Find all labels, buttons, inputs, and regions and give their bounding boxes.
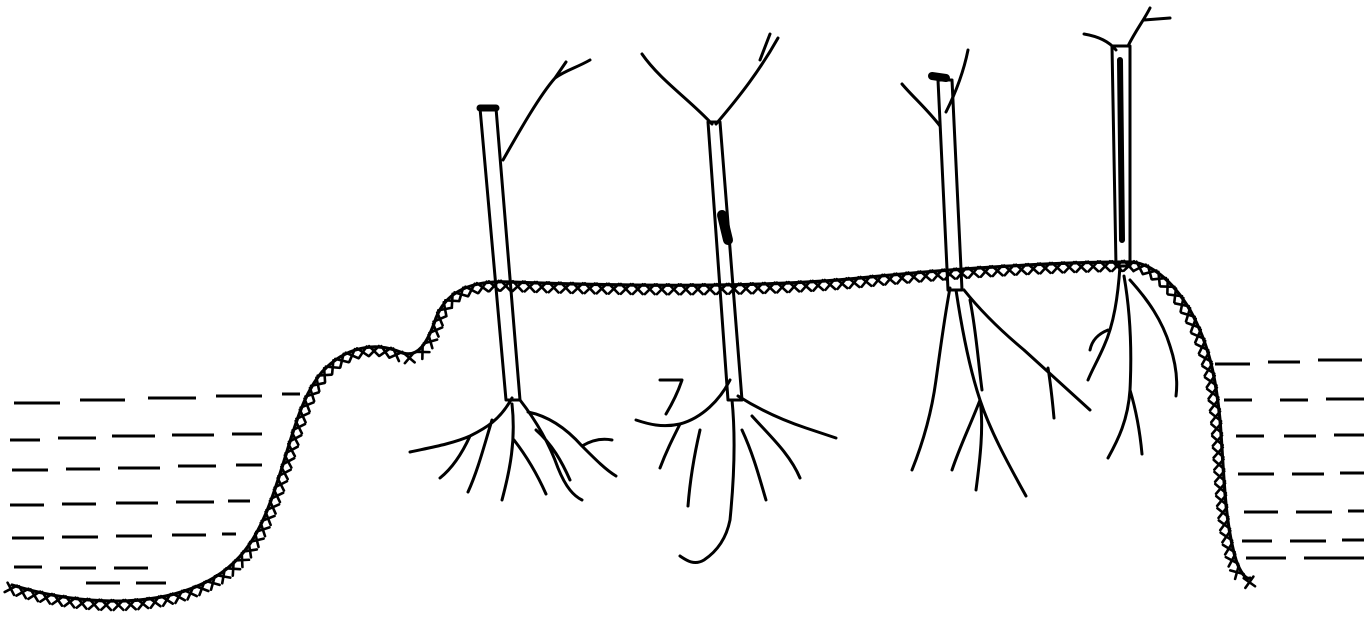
stem (708, 122, 742, 400)
hatch-mark (233, 562, 234, 576)
hatch-mark (1152, 278, 1166, 279)
roots (1088, 266, 1177, 458)
hatch-mark (444, 302, 447, 316)
stem (1112, 46, 1130, 266)
roots (912, 288, 1090, 496)
hatch-mark (242, 553, 243, 567)
seedling (636, 34, 836, 563)
hatch-mark (429, 335, 433, 348)
seedling (1084, 8, 1177, 458)
hatch-mark (1168, 295, 1182, 297)
branch (1084, 8, 1170, 50)
hatch-mark (332, 360, 333, 374)
left-water (10, 394, 300, 583)
hatch-mark (324, 368, 325, 382)
hatch-mark (452, 294, 453, 308)
hatch-mark (316, 378, 319, 392)
roots (636, 380, 836, 563)
branch (503, 60, 590, 160)
branch (902, 50, 968, 126)
stem (480, 108, 520, 400)
roots (410, 398, 616, 500)
hatch-mark (249, 544, 251, 558)
branch (642, 34, 778, 124)
right-water (1215, 360, 1364, 558)
hatch-mark (255, 534, 258, 547)
hatch-mark (1143, 271, 1156, 275)
